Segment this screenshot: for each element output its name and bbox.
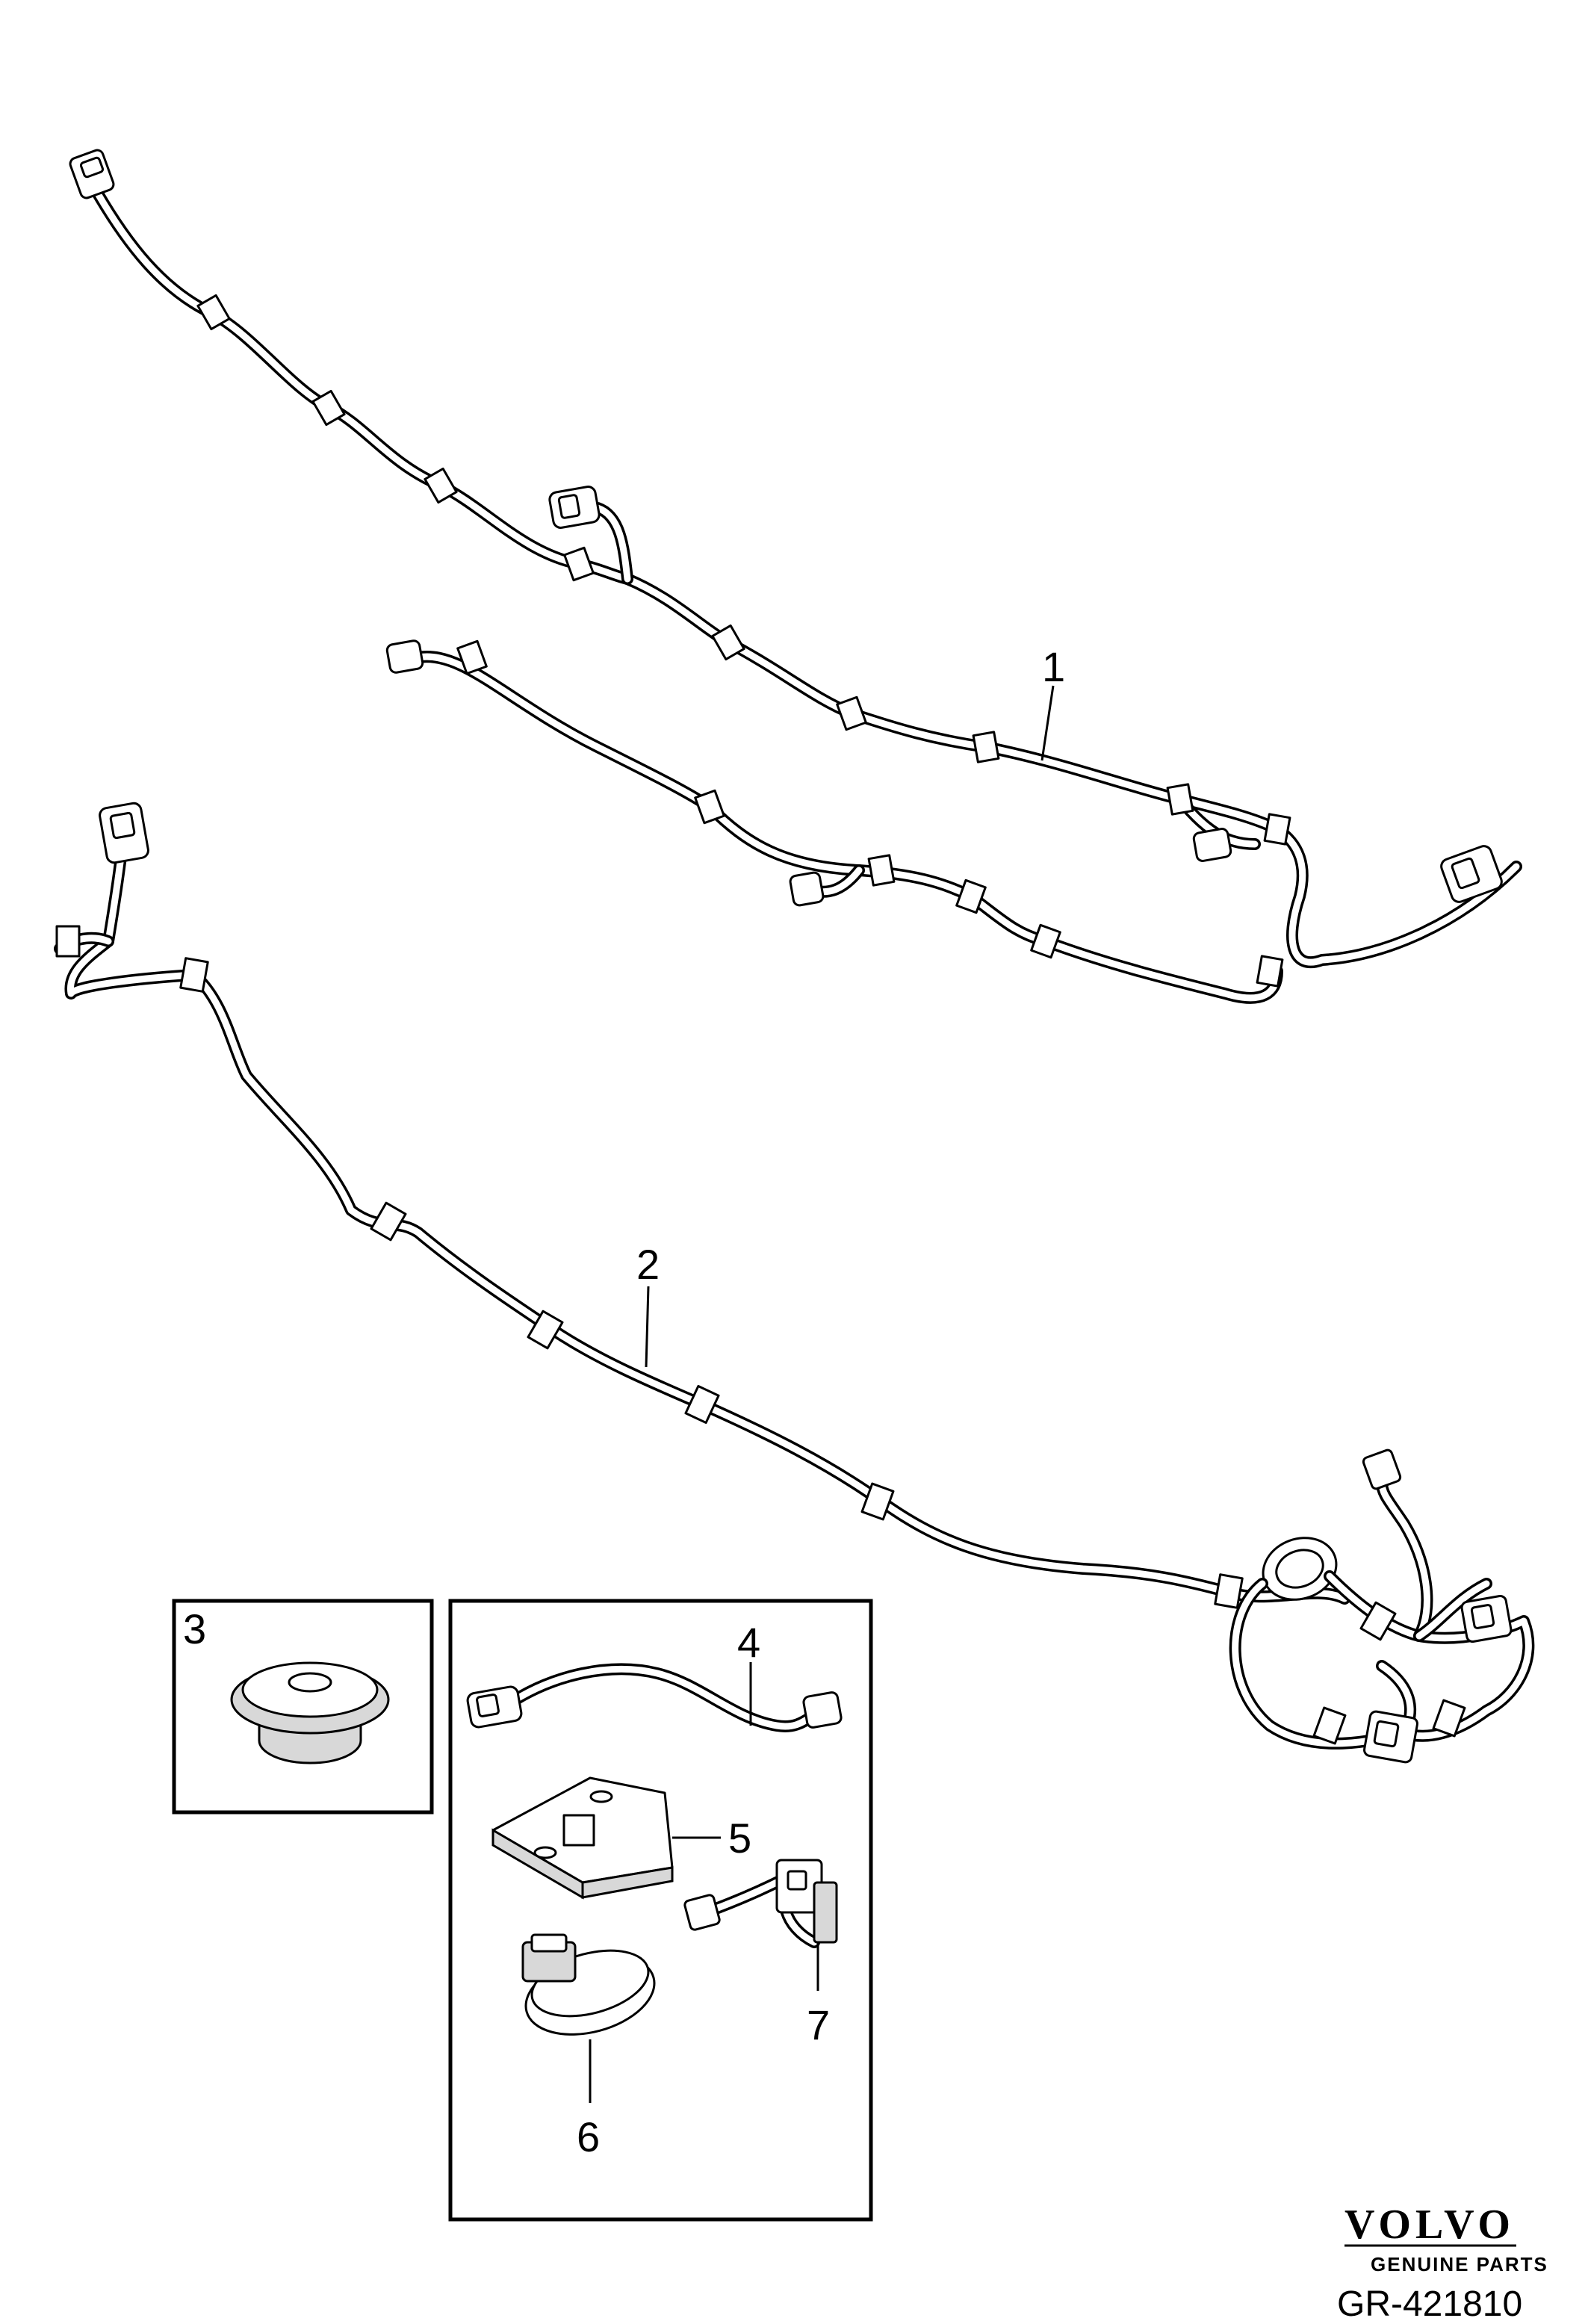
connector bbox=[99, 802, 149, 864]
clip bbox=[1432, 1699, 1466, 1738]
connector bbox=[548, 486, 601, 529]
clip bbox=[196, 294, 231, 331]
sensor-cable-part-4 bbox=[466, 1663, 843, 1732]
clip bbox=[1359, 1601, 1397, 1641]
grommet-part-3 bbox=[230, 1661, 390, 1764]
clip bbox=[424, 467, 458, 504]
harness-1: 1 bbox=[69, 149, 1522, 1004]
clip bbox=[370, 1201, 407, 1242]
clip bbox=[1166, 783, 1194, 816]
clip bbox=[684, 1385, 720, 1424]
callout-6: 6 bbox=[577, 2113, 600, 2160]
figure-code: GR-421810 bbox=[1337, 2284, 1522, 2320]
clip bbox=[1263, 813, 1291, 846]
clip bbox=[1214, 1573, 1244, 1609]
grommet bbox=[1262, 1537, 1338, 1601]
brand-logo: VOLVO bbox=[1344, 2201, 1515, 2248]
connector bbox=[1192, 828, 1232, 862]
clip bbox=[955, 879, 987, 914]
box-4-7: 4 5 6 7 bbox=[448, 1599, 873, 2222]
box-3-frame bbox=[172, 1599, 434, 1815]
clip bbox=[179, 957, 209, 993]
box-4-7-frame bbox=[448, 1599, 873, 2222]
band-clip-part-6 bbox=[521, 1933, 656, 2036]
cable-holder-part-7 bbox=[683, 1859, 838, 1948]
callout-3: 3 bbox=[183, 1605, 206, 1652]
brand-block: VOLVO GENUINE PARTS bbox=[1344, 2201, 1548, 2275]
clip bbox=[836, 695, 867, 731]
clip bbox=[311, 389, 346, 427]
clip bbox=[1312, 1706, 1347, 1745]
connector bbox=[69, 149, 115, 199]
clip bbox=[55, 925, 81, 958]
harness-2: 2 bbox=[54, 802, 1535, 1764]
base-plate-part-5 bbox=[491, 1776, 674, 1900]
callout-4: 4 bbox=[737, 1619, 760, 1666]
box-3: 3 bbox=[172, 1599, 434, 1815]
clip bbox=[711, 624, 745, 661]
callout-1: 1 bbox=[1042, 643, 1065, 690]
connector bbox=[1363, 1710, 1418, 1764]
leader-2 bbox=[645, 1286, 650, 1368]
connector bbox=[385, 639, 424, 674]
clip bbox=[694, 789, 725, 825]
connector bbox=[1362, 1448, 1402, 1490]
leader-1 bbox=[1040, 685, 1055, 761]
connector bbox=[789, 871, 825, 907]
clip bbox=[563, 546, 595, 582]
clip bbox=[860, 1482, 895, 1521]
clip bbox=[1030, 923, 1061, 959]
clip bbox=[867, 854, 896, 887]
clip bbox=[1256, 955, 1284, 988]
connector bbox=[1440, 845, 1503, 903]
brand-tagline: GENUINE PARTS bbox=[1371, 2253, 1548, 2275]
clip bbox=[972, 731, 1000, 763]
connector bbox=[1460, 1594, 1513, 1643]
callout-7: 7 bbox=[807, 2001, 830, 2048]
callout-5: 5 bbox=[728, 1815, 751, 1862]
callout-2: 2 bbox=[636, 1241, 660, 1288]
clip bbox=[527, 1310, 564, 1350]
clip bbox=[456, 639, 488, 675]
